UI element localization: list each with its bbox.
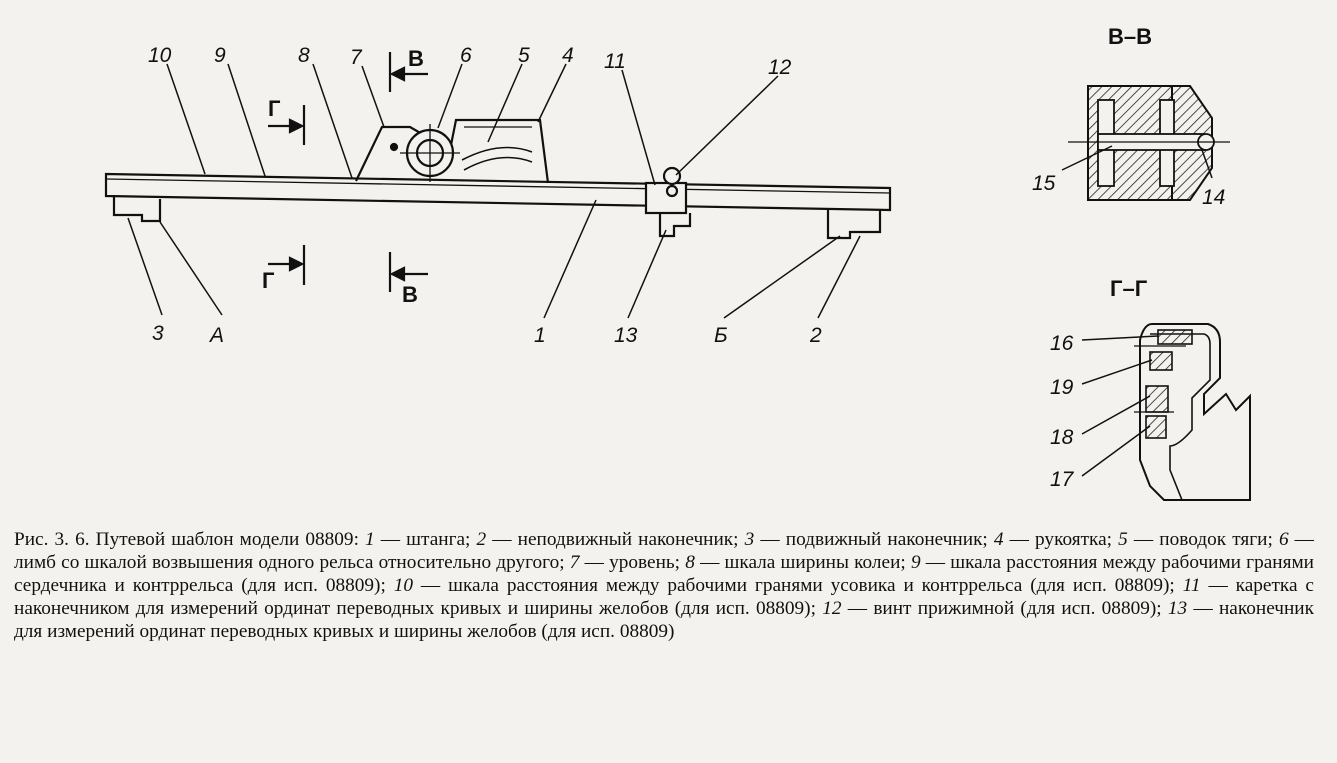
clamp-screw — [662, 166, 682, 186]
caption-item-text: — подвижный наконечник; — [754, 529, 994, 550]
part-label-9: 9 — [214, 44, 226, 67]
point-label-b: Б — [714, 324, 728, 347]
part-label-19: 19 — [1050, 376, 1074, 399]
section-g-part-19 — [1149, 351, 1173, 371]
caption-item-text: — уровень; — [579, 552, 686, 573]
part-label-2: 2 — [809, 324, 822, 347]
caption-item-text: — лимб со шкалой возвышения одного рельс… — [14, 529, 1314, 573]
leader-lines — [127, 63, 861, 319]
template-drawing: 10 9 8 7 6 5 4 11 12 3 А 1 13 Б 2 Г Г В … — [104, 24, 1251, 501]
caption-item-number: 1 — [365, 529, 375, 550]
section-marks — [268, 52, 428, 292]
part-label-6: 6 — [460, 44, 472, 67]
caption-item-number: 4 — [993, 529, 1004, 550]
section-mark-v-top: В — [408, 46, 424, 71]
part-label-7: 7 — [350, 46, 363, 69]
section-title-v-v: В–В — [1108, 24, 1152, 49]
part-labels: 10 9 8 7 6 5 4 11 12 3 А 1 13 Б 2 Г Г В … — [148, 44, 822, 347]
part-label-3: 3 — [152, 322, 164, 345]
caption-item-text: — винт прижимной (для исп. 08809); — [841, 598, 1168, 619]
part-label-14: 14 — [1202, 186, 1225, 209]
part-label-4: 4 — [562, 44, 574, 67]
section-g-part-16 — [1157, 329, 1193, 345]
section-g-part-17 — [1145, 415, 1167, 439]
section-mark-v-bottom: В — [402, 282, 418, 307]
movable-tip — [112, 197, 162, 223]
point-label-a: А — [208, 324, 224, 347]
caption-item-text: — штанга; — [374, 529, 477, 550]
carriage-tip — [658, 213, 692, 238]
section-title-g-g: Г–Г — [1110, 276, 1148, 301]
part-label-16: 16 — [1050, 332, 1074, 355]
caption-item-number: 10 — [393, 575, 413, 596]
figure-caption: Рис. 3. 6. Путевой шаблон модели 08809: … — [14, 528, 1314, 643]
caption-item-text: — каретка с наконечником для измерений о… — [14, 575, 1314, 619]
caption-item-text: — поводок тяги; — [1127, 529, 1279, 550]
caption-item-number: 12 — [822, 598, 842, 619]
caption-item-number: 3 — [744, 529, 755, 550]
part-label-13: 13 — [614, 324, 638, 347]
caption-item-text: — неподвижный наконечник; — [486, 529, 745, 550]
main-view — [104, 118, 892, 240]
caption-item-number: 13 — [1167, 598, 1188, 619]
caption-item-number: 6 — [1278, 529, 1289, 550]
part-label-15: 15 — [1032, 172, 1056, 195]
bar — [104, 172, 892, 212]
caption-item-number: 9 — [910, 552, 921, 573]
carriage — [644, 181, 688, 215]
part-label-18: 18 — [1050, 426, 1074, 449]
caption-item-text: — рукоятка; — [1003, 529, 1119, 550]
part-label-5: 5 — [518, 44, 530, 67]
caption-item-text: — шкала расстояния между рабочими граням… — [413, 575, 1183, 596]
section-v-v: В–В 15 14 — [1032, 24, 1230, 209]
pull-lever — [461, 146, 533, 161]
caption-item-number: 2 — [476, 529, 487, 550]
caption-item-text: — шкала расстояния между рабочими граням… — [14, 552, 1314, 596]
section-mark-g-top: Г — [268, 96, 281, 121]
section-g-g: Г–Г 16 19 18 17 — [1050, 276, 1251, 501]
caption-item-number: 7 — [569, 552, 580, 573]
caption-item-number: 11 — [1182, 575, 1201, 596]
part-label-10: 10 — [148, 44, 172, 67]
section-g-part-18 — [1145, 385, 1169, 413]
caption-item-text: — наконечник для измерений ординат перев… — [14, 598, 1314, 642]
part-label-1: 1 — [534, 324, 546, 347]
caption-item-number: 8 — [685, 552, 695, 573]
caption-item-number: 5 — [1118, 529, 1128, 550]
caption-prefix: Рис. 3. 6. Путевой шаблон модели 08809: — [14, 529, 366, 550]
section-mark-g-bottom: Г — [262, 268, 275, 293]
part-label-12: 12 — [768, 56, 792, 79]
part-label-8: 8 — [298, 44, 310, 67]
fixed-tip — [826, 208, 882, 240]
part-label-17: 17 — [1050, 468, 1075, 491]
part-label-11: 11 — [604, 50, 626, 73]
caption-item-text: — шкала ширины колеи; — [694, 552, 911, 573]
